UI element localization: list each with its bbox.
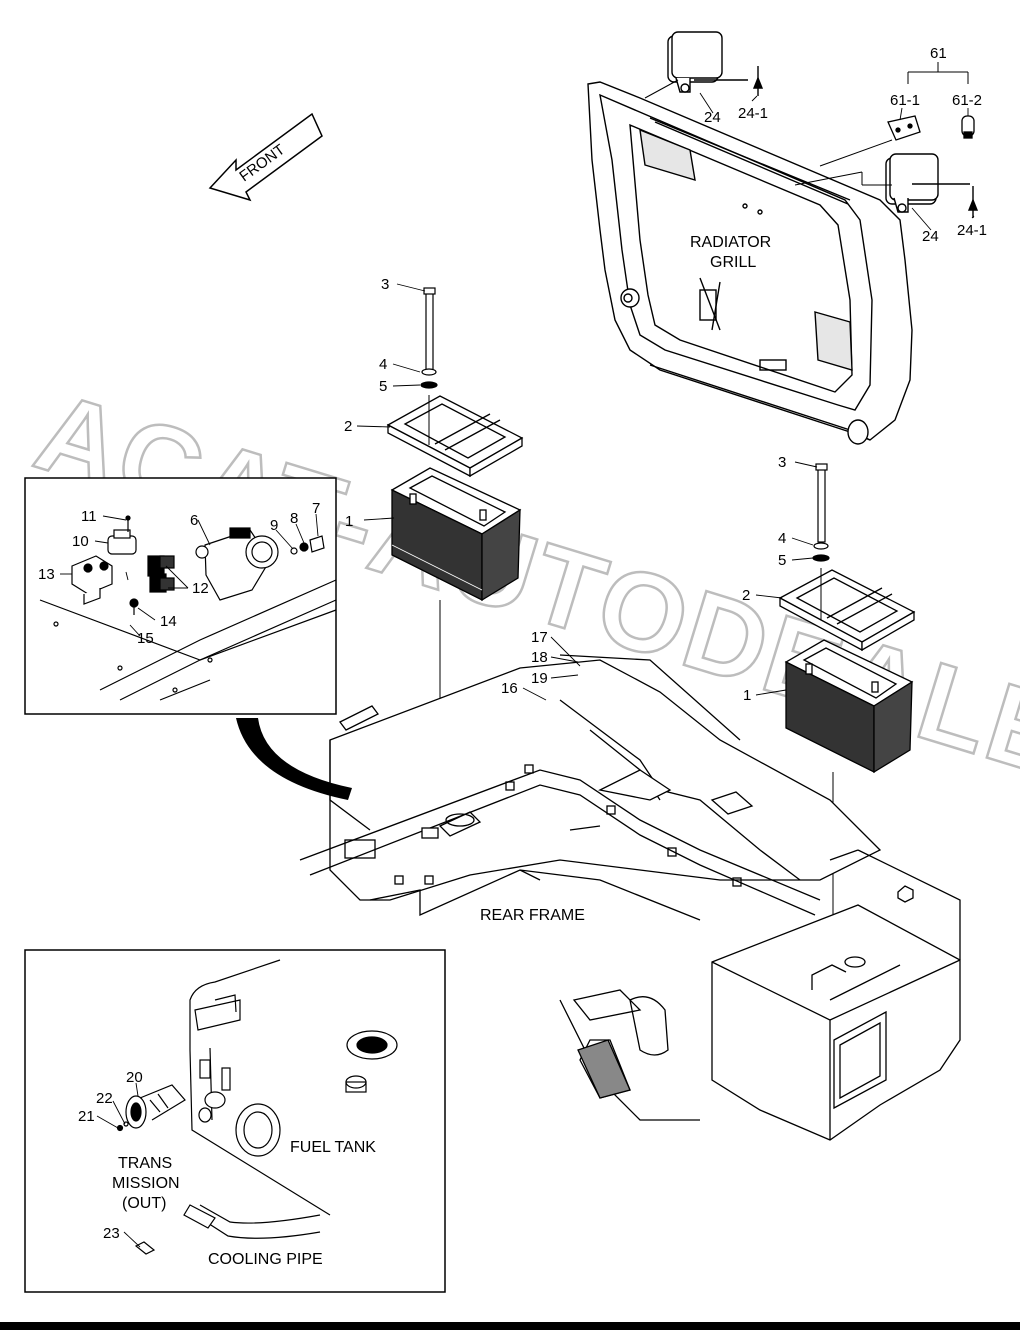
callout-3-left: 3 xyxy=(381,276,389,293)
battery-right xyxy=(784,639,914,774)
callout-24-lower: 24 xyxy=(922,228,939,245)
callout-15: 15 xyxy=(137,630,154,647)
work-lamp-upper xyxy=(667,31,764,96)
callout-14: 14 xyxy=(160,613,177,630)
callout-12: 12 xyxy=(192,580,209,597)
callout-11: 11 xyxy=(81,508,97,525)
kit-61-bracket xyxy=(907,62,969,84)
fuel-tank-caption: FUEL TANK xyxy=(290,1139,376,1156)
rear-frame xyxy=(299,654,882,1121)
leader-lines xyxy=(60,92,975,1248)
radiator-grill xyxy=(587,81,913,445)
callout-21: 21 xyxy=(78,1108,95,1125)
callout-3-right: 3 xyxy=(778,454,786,471)
callout-24-upper: 24 xyxy=(704,109,721,126)
callout-22: 22 xyxy=(96,1090,113,1107)
callout-8: 8 xyxy=(290,510,298,527)
curved-pointer-arrow xyxy=(236,718,352,800)
callout-61-1: 61-1 xyxy=(890,92,920,109)
callout-61: 61 xyxy=(930,45,947,62)
callout-9: 9 xyxy=(270,517,278,534)
cooling-pipe-caption: COOLING PIPE xyxy=(208,1251,323,1268)
callout-labels: 3 4 5 2 1 3 4 5 2 1 17 18 19 16 11 10 13… xyxy=(38,45,987,1242)
battery-clamp-left xyxy=(386,395,524,478)
callout-4-right: 4 xyxy=(778,530,786,547)
hydraulic-tank xyxy=(711,849,961,1141)
battery-clamp-right xyxy=(778,569,916,652)
callout-5-right: 5 xyxy=(778,552,786,569)
lamp-leader-lines xyxy=(644,79,893,186)
radiator-grill-caption-2: GRILL xyxy=(710,254,756,271)
inset-fuel-tank-parts xyxy=(116,959,398,1255)
callout-13: 13 xyxy=(38,566,55,583)
battery-bolt-left xyxy=(420,287,438,389)
work-lamp-lower xyxy=(885,153,979,218)
callout-1-left: 1 xyxy=(345,513,353,530)
callout-7: 7 xyxy=(312,500,320,517)
callout-5-left: 5 xyxy=(379,378,387,395)
transmission-caption-3: (OUT) xyxy=(122,1195,166,1212)
lamp-bracket-61-1 xyxy=(887,115,921,141)
callout-18: 18 xyxy=(531,649,548,666)
transmission-caption-1: TRANS xyxy=(118,1155,172,1172)
battery-left xyxy=(390,467,522,602)
callout-6: 6 xyxy=(190,512,198,529)
callout-19: 19 xyxy=(531,670,548,687)
battery-bolt-right xyxy=(812,463,830,562)
callout-20: 20 xyxy=(126,1069,143,1086)
front-direction-arrow: FRONT xyxy=(208,112,323,202)
callout-17: 17 xyxy=(531,629,548,646)
callout-4-left: 4 xyxy=(379,356,387,373)
callout-1-right: 1 xyxy=(743,687,751,704)
inset-electrical-parts xyxy=(39,515,337,701)
bottom-border xyxy=(0,1322,1020,1330)
callout-16: 16 xyxy=(501,680,518,697)
callout-2-right: 2 xyxy=(742,587,750,604)
callout-61-2: 61-2 xyxy=(952,92,982,109)
rear-frame-caption: REAR FRAME xyxy=(480,907,585,924)
callout-2-left: 2 xyxy=(344,418,352,435)
callout-24-1-lower: 24-1 xyxy=(957,222,987,239)
radiator-grill-caption: RADIATOR xyxy=(690,234,771,251)
transmission-caption-2: MISSION xyxy=(112,1175,180,1192)
callout-10: 10 xyxy=(72,533,89,550)
inset-electrical xyxy=(24,477,337,715)
lamp-bulb-61-2 xyxy=(961,115,975,139)
callout-24-1-upper: 24-1 xyxy=(738,105,768,122)
callout-23: 23 xyxy=(103,1225,120,1242)
